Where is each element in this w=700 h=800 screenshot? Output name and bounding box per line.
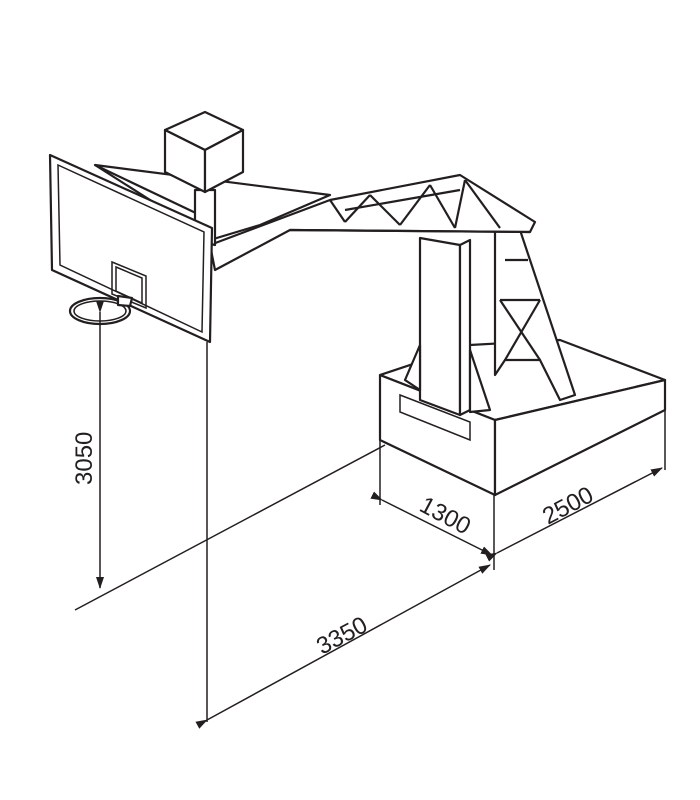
control-box bbox=[163, 110, 245, 247]
backboard bbox=[48, 153, 214, 344]
hoop-rim bbox=[68, 294, 134, 326]
dim-base-width: 2500 bbox=[538, 481, 598, 530]
main-column bbox=[403, 236, 492, 417]
dim-rim-height: 3050 bbox=[71, 432, 98, 485]
rear-frame bbox=[493, 228, 577, 402]
dim-base-depth: 1300 bbox=[415, 491, 475, 540]
dimension-lines bbox=[74, 301, 666, 729]
dim-overhang: 3350 bbox=[312, 611, 372, 660]
